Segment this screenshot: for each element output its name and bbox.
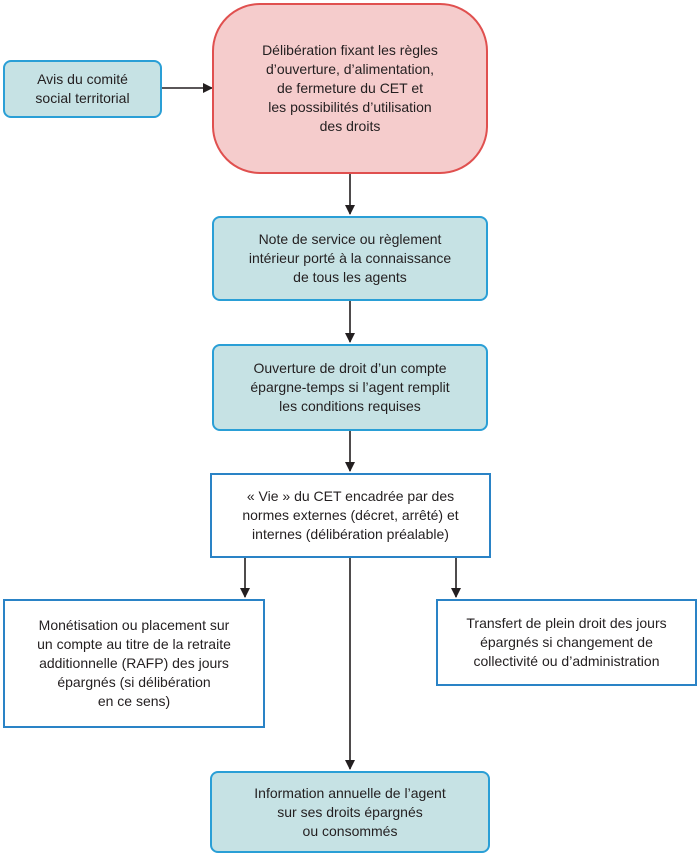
avis-comite-text: Avis du comité social territorial xyxy=(35,71,130,106)
transfert-box: Transfert de plein droit des jours éparg… xyxy=(436,599,697,686)
information-annuelle-box: Information annuelle de l’agent sur ses … xyxy=(210,771,490,853)
monetisation-box: Monétisation ou placement sur un compte … xyxy=(3,599,265,728)
avis-comite-box: Avis du comité social territorial xyxy=(3,60,162,118)
vie-cet-text: « Vie » du CET encadrée par des normes e… xyxy=(242,488,459,542)
note-service-text: Note de service ou règlement intérieur p… xyxy=(248,231,452,285)
ouverture-droit-box: Ouverture de droit d’un compte épargne-t… xyxy=(212,344,488,431)
monetisation-text: Monétisation ou placement sur un compte … xyxy=(37,617,231,709)
vie-cet-box: « Vie » du CET encadrée par des normes e… xyxy=(210,473,491,558)
deliberation-text: Délibération fixant les règles d’ouvertu… xyxy=(262,42,438,134)
deliberation-box: Délibération fixant les règles d’ouvertu… xyxy=(212,3,488,174)
information-annuelle-text: Information annuelle de l’agent sur ses … xyxy=(254,784,446,839)
note-service-box: Note de service ou règlement intérieur p… xyxy=(212,216,488,301)
ouverture-droit-text: Ouverture de droit d’un compte épargne-t… xyxy=(250,360,450,414)
transfert-text: Transfert de plein droit des jours éparg… xyxy=(466,615,667,669)
